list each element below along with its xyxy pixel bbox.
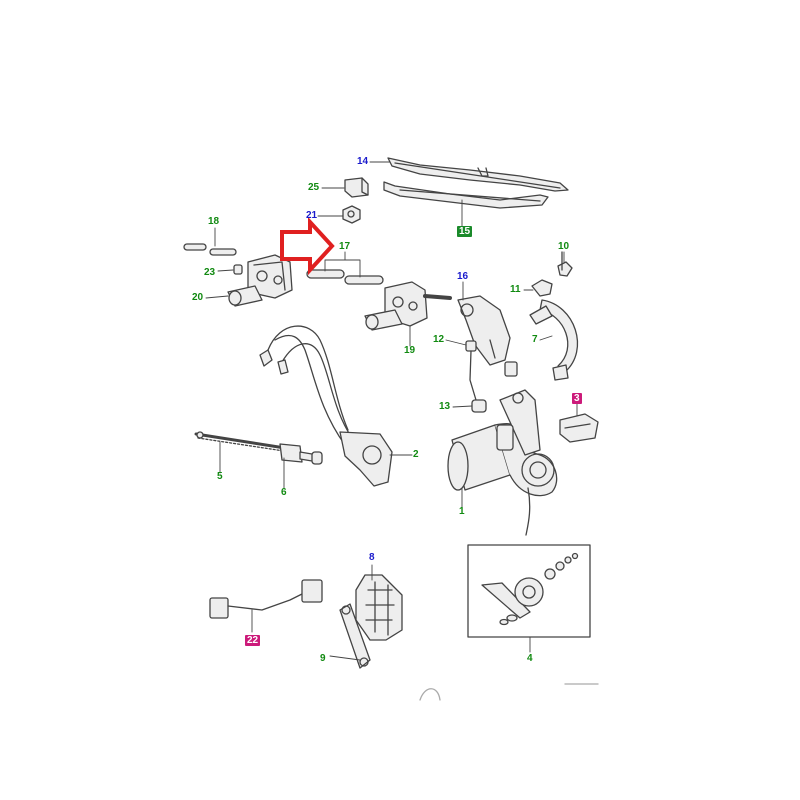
cable-rack xyxy=(194,431,287,452)
wiper-arm xyxy=(383,181,549,209)
link-rods xyxy=(306,269,384,285)
callout-22: 22 xyxy=(245,635,261,646)
callout-23: 23 xyxy=(204,267,216,278)
nut xyxy=(342,205,361,224)
bracket-small xyxy=(531,279,553,297)
gear-housing xyxy=(457,295,518,377)
callout-8: 8 xyxy=(369,552,375,563)
callout-20: 20 xyxy=(192,292,204,303)
lever xyxy=(339,603,371,669)
callout-19: 19 xyxy=(404,345,416,356)
plug xyxy=(465,340,483,406)
pad xyxy=(355,574,403,641)
callout-4: 4 xyxy=(527,653,533,664)
bolt xyxy=(557,251,573,277)
partial-shape xyxy=(419,683,599,701)
callout-5: 5 xyxy=(217,471,223,482)
callout-2: 2 xyxy=(413,449,419,460)
callout-21: 21 xyxy=(306,210,318,221)
callout-18: 18 xyxy=(208,216,220,227)
connector-harness xyxy=(209,579,323,619)
callout-16: 16 xyxy=(457,271,469,282)
wire-clamp xyxy=(471,399,487,413)
callout-17: 17 xyxy=(339,241,351,252)
callout-12: 12 xyxy=(433,334,445,345)
callout-3: 3 xyxy=(572,393,582,404)
leader-lines xyxy=(205,161,578,661)
pin xyxy=(183,243,237,256)
callout-9: 9 xyxy=(320,653,326,664)
wiring-harness xyxy=(259,325,393,487)
highlight-arrow xyxy=(280,216,335,276)
stud xyxy=(233,264,243,275)
callout-13: 13 xyxy=(439,401,451,412)
callout-11: 11 xyxy=(510,284,521,295)
cable-fitting xyxy=(279,443,323,465)
callout-1: 1 xyxy=(459,506,465,517)
clip xyxy=(344,177,369,198)
strap-bracket xyxy=(529,299,579,381)
callout-7: 7 xyxy=(532,334,538,345)
callout-10: 10 xyxy=(558,241,570,252)
wiper-blade xyxy=(387,157,569,192)
callout-6: 6 xyxy=(281,487,287,498)
pivot-housing-right xyxy=(364,281,452,331)
callout-15: 15 xyxy=(457,226,473,237)
block xyxy=(559,413,599,443)
callout-25: 25 xyxy=(308,182,320,193)
gear-kit-box xyxy=(467,544,591,638)
wiper-motor xyxy=(447,389,558,536)
pivot-housing-left xyxy=(227,254,293,307)
callout-14: 14 xyxy=(357,156,369,167)
